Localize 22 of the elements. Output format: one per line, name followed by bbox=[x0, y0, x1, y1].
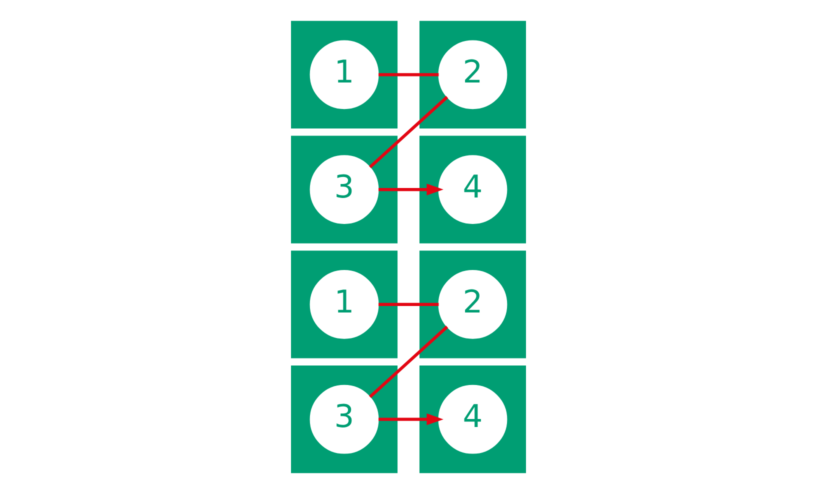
connector bbox=[378, 302, 438, 306]
node-circle: 3 bbox=[309, 155, 378, 224]
arrow bbox=[378, 184, 443, 196]
cluster bbox=[290, 136, 398, 244]
cluster bbox=[418, 20, 526, 128]
node-circle: 1 bbox=[309, 40, 378, 110]
node-circle: 4 bbox=[438, 155, 507, 224]
cluster bbox=[418, 250, 526, 358]
connector bbox=[378, 73, 438, 76]
cluster bbox=[418, 366, 526, 474]
node-circle: 4 bbox=[438, 384, 507, 454]
cluster bbox=[290, 366, 398, 474]
cluster bbox=[418, 136, 526, 244]
node-circle: 1 bbox=[309, 270, 378, 339]
connector bbox=[368, 326, 448, 398]
node-circle: 3 bbox=[309, 384, 378, 454]
cluster bbox=[290, 20, 398, 128]
node-circle: 2 bbox=[438, 40, 507, 110]
node-circle: 2 bbox=[438, 270, 507, 339]
arrow bbox=[378, 413, 443, 426]
connector bbox=[368, 96, 448, 168]
cluster bbox=[290, 250, 398, 358]
